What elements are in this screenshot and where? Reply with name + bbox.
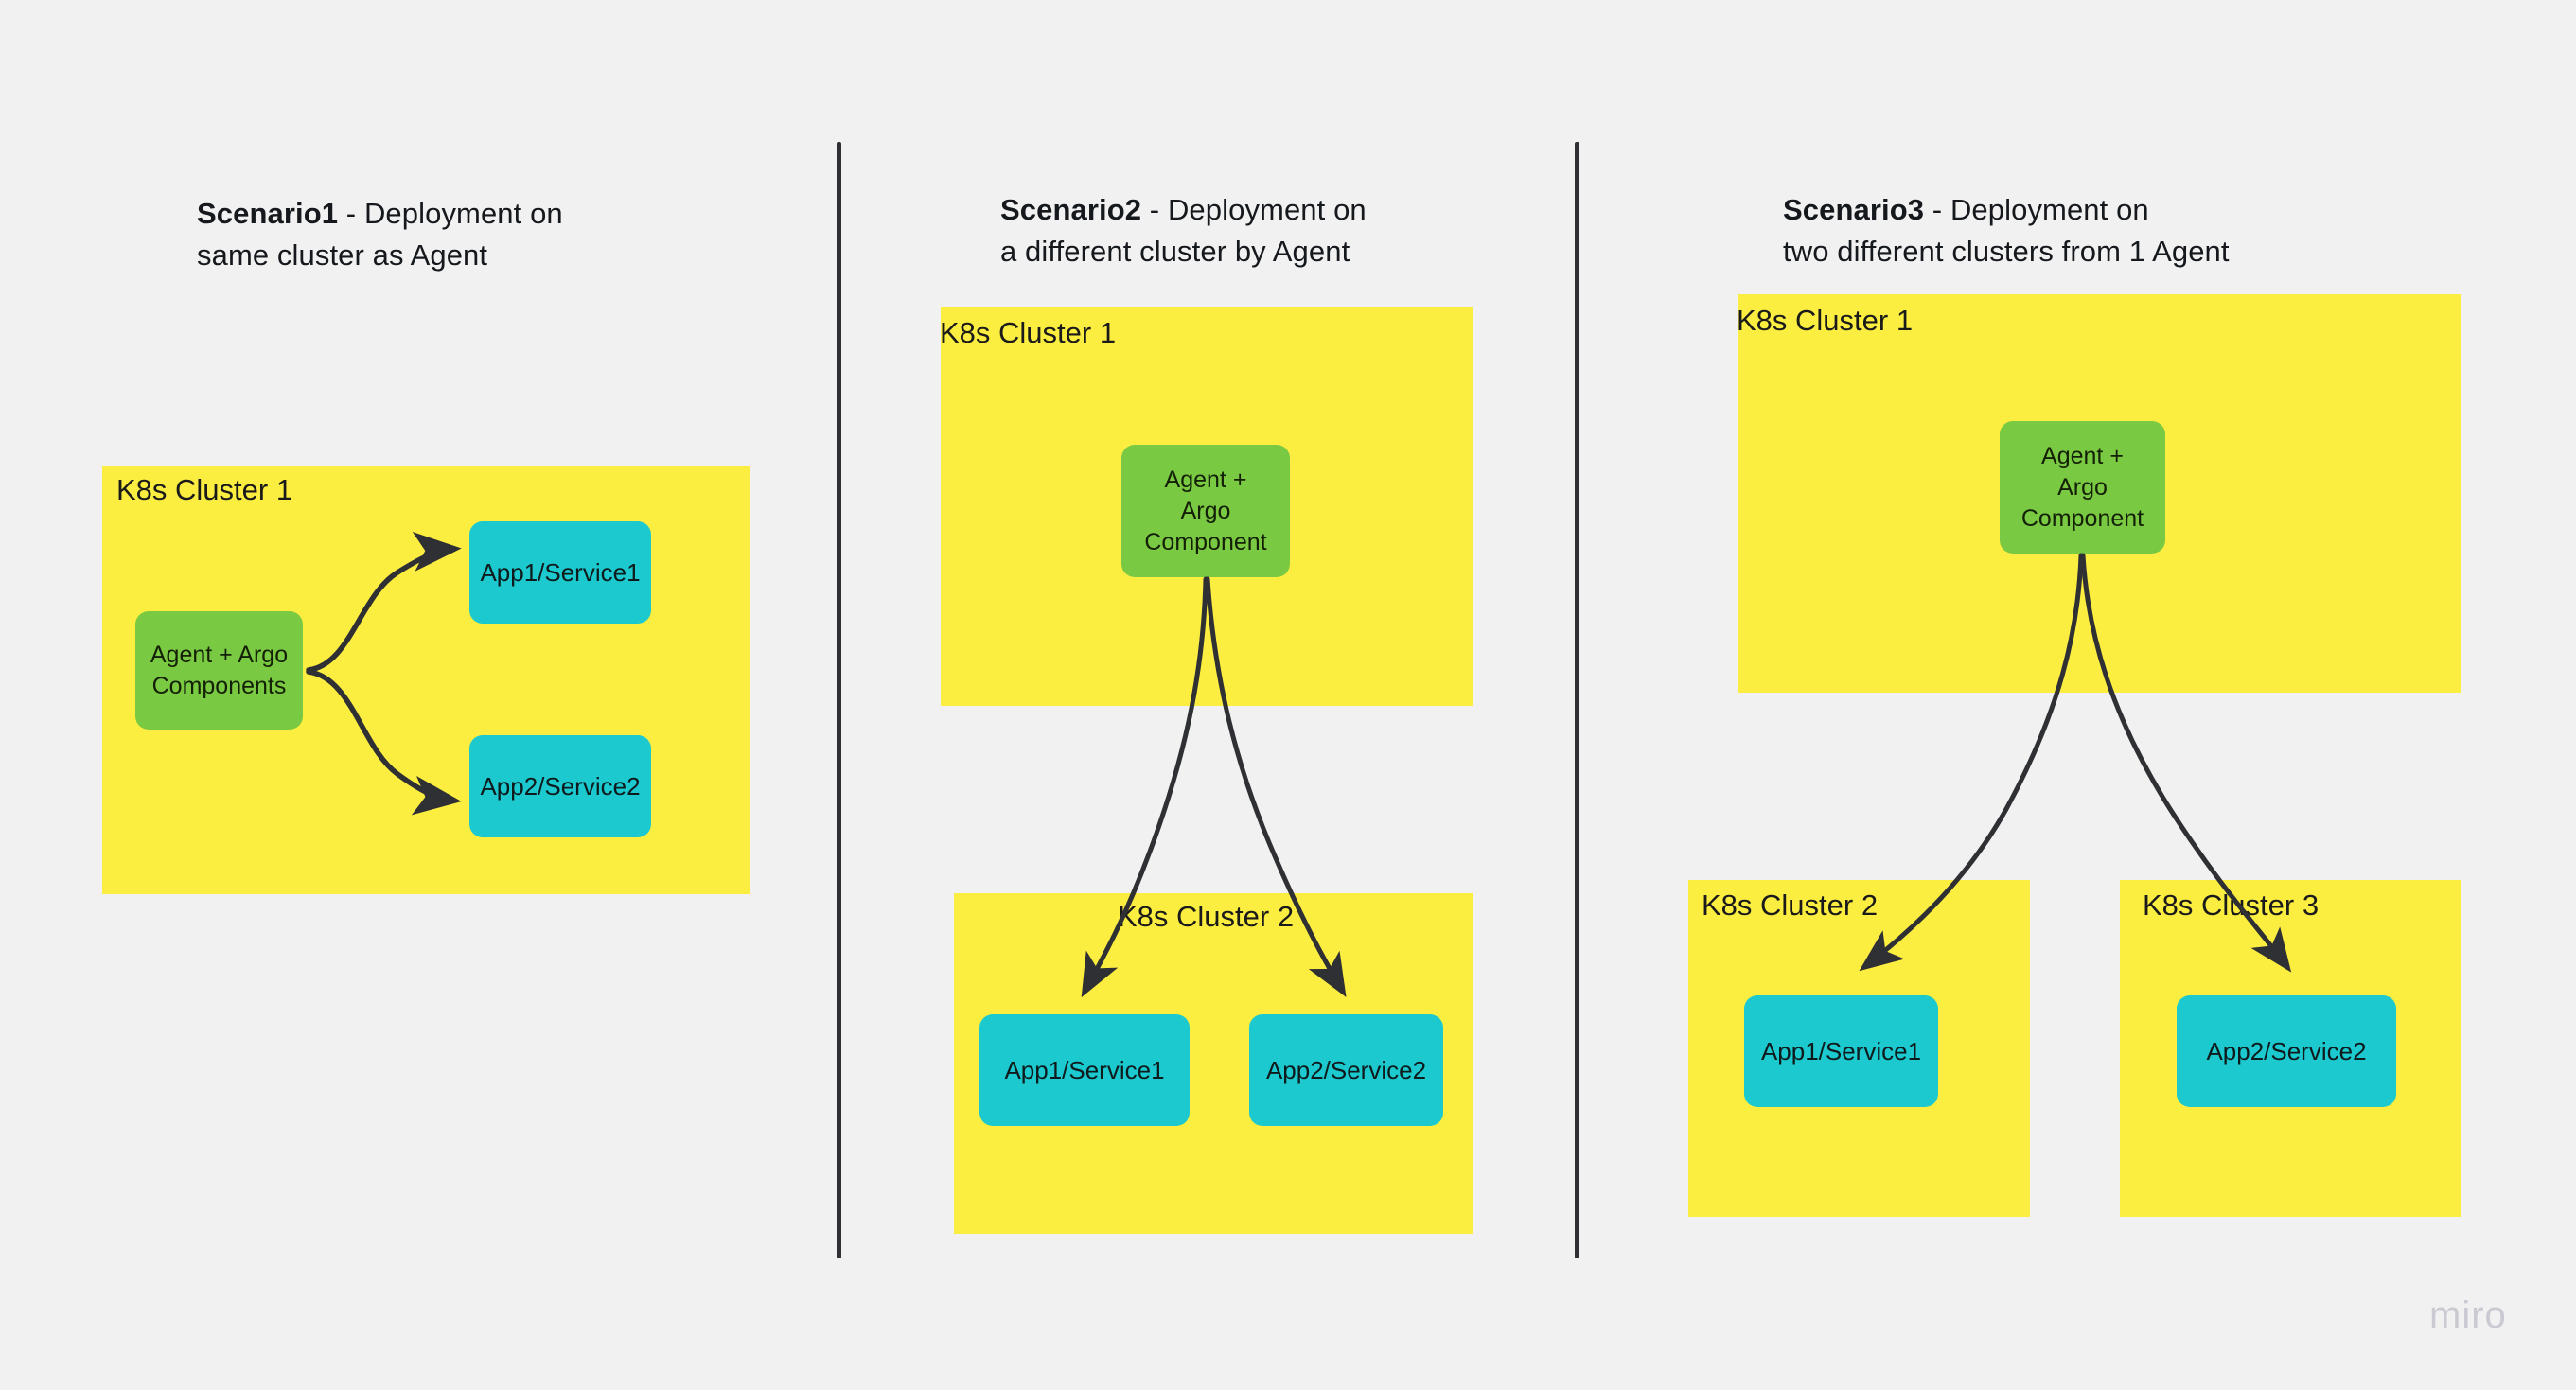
scenario3-cluster1-label: K8s Cluster 1	[1737, 304, 1914, 337]
scenario3-cluster3-label: K8s Cluster 3	[2143, 889, 2320, 922]
scenario1-title: Scenario1 - Deployment on same cluster a…	[197, 151, 803, 276]
scenario2-title-strong: Scenario2	[1000, 193, 1142, 227]
scenario3-title-strong: Scenario3	[1783, 193, 1925, 227]
scenario2-title: Scenario2 - Deployment on a different cl…	[1000, 148, 1568, 273]
scenario1-app1-node[interactable]: App1/Service1	[469, 521, 651, 624]
scenario1-app2-node[interactable]: App2/Service2	[469, 735, 651, 837]
scenario2-title-rest: - Deployment on a different cluster by A…	[1000, 193, 1367, 269]
scenario1-agent-node[interactable]: Agent + Argo Components	[135, 611, 303, 730]
scenario2-app2-node[interactable]: App2/Service2	[1249, 1014, 1443, 1126]
scenario2-cluster2-label: K8s Cluster 2	[1118, 900, 1295, 933]
scenario3-app2-node[interactable]: App2/Service2	[2177, 995, 2396, 1107]
scenario2-agent-node[interactable]: Agent + Argo Component	[1121, 445, 1290, 577]
divider-scenario1-scenario2	[837, 142, 841, 1258]
scenario1-title-rest: - Deployment on same cluster as Agent	[197, 197, 563, 273]
scenario3-cluster2-label: K8s Cluster 2	[1702, 889, 1879, 922]
scenario3-title: Scenario3 - Deployment on two different …	[1783, 148, 2445, 273]
scenario3-agent-node[interactable]: Agent + Argo Component	[2000, 421, 2165, 554]
scenario1-title-strong: Scenario1	[197, 197, 339, 231]
scenario3-app1-node[interactable]: App1/Service1	[1744, 995, 1938, 1107]
scenario3-title-rest: - Deployment on two different clusters f…	[1783, 193, 2230, 269]
scenario2-cluster1-label: K8s Cluster 1	[940, 316, 1117, 349]
divider-scenario2-scenario3	[1575, 142, 1579, 1258]
miro-watermark: miro	[2429, 1294, 2507, 1336]
scenario1-cluster1-label: K8s Cluster 1	[116, 473, 293, 506]
scenario2-app1-node[interactable]: App1/Service1	[979, 1014, 1190, 1126]
